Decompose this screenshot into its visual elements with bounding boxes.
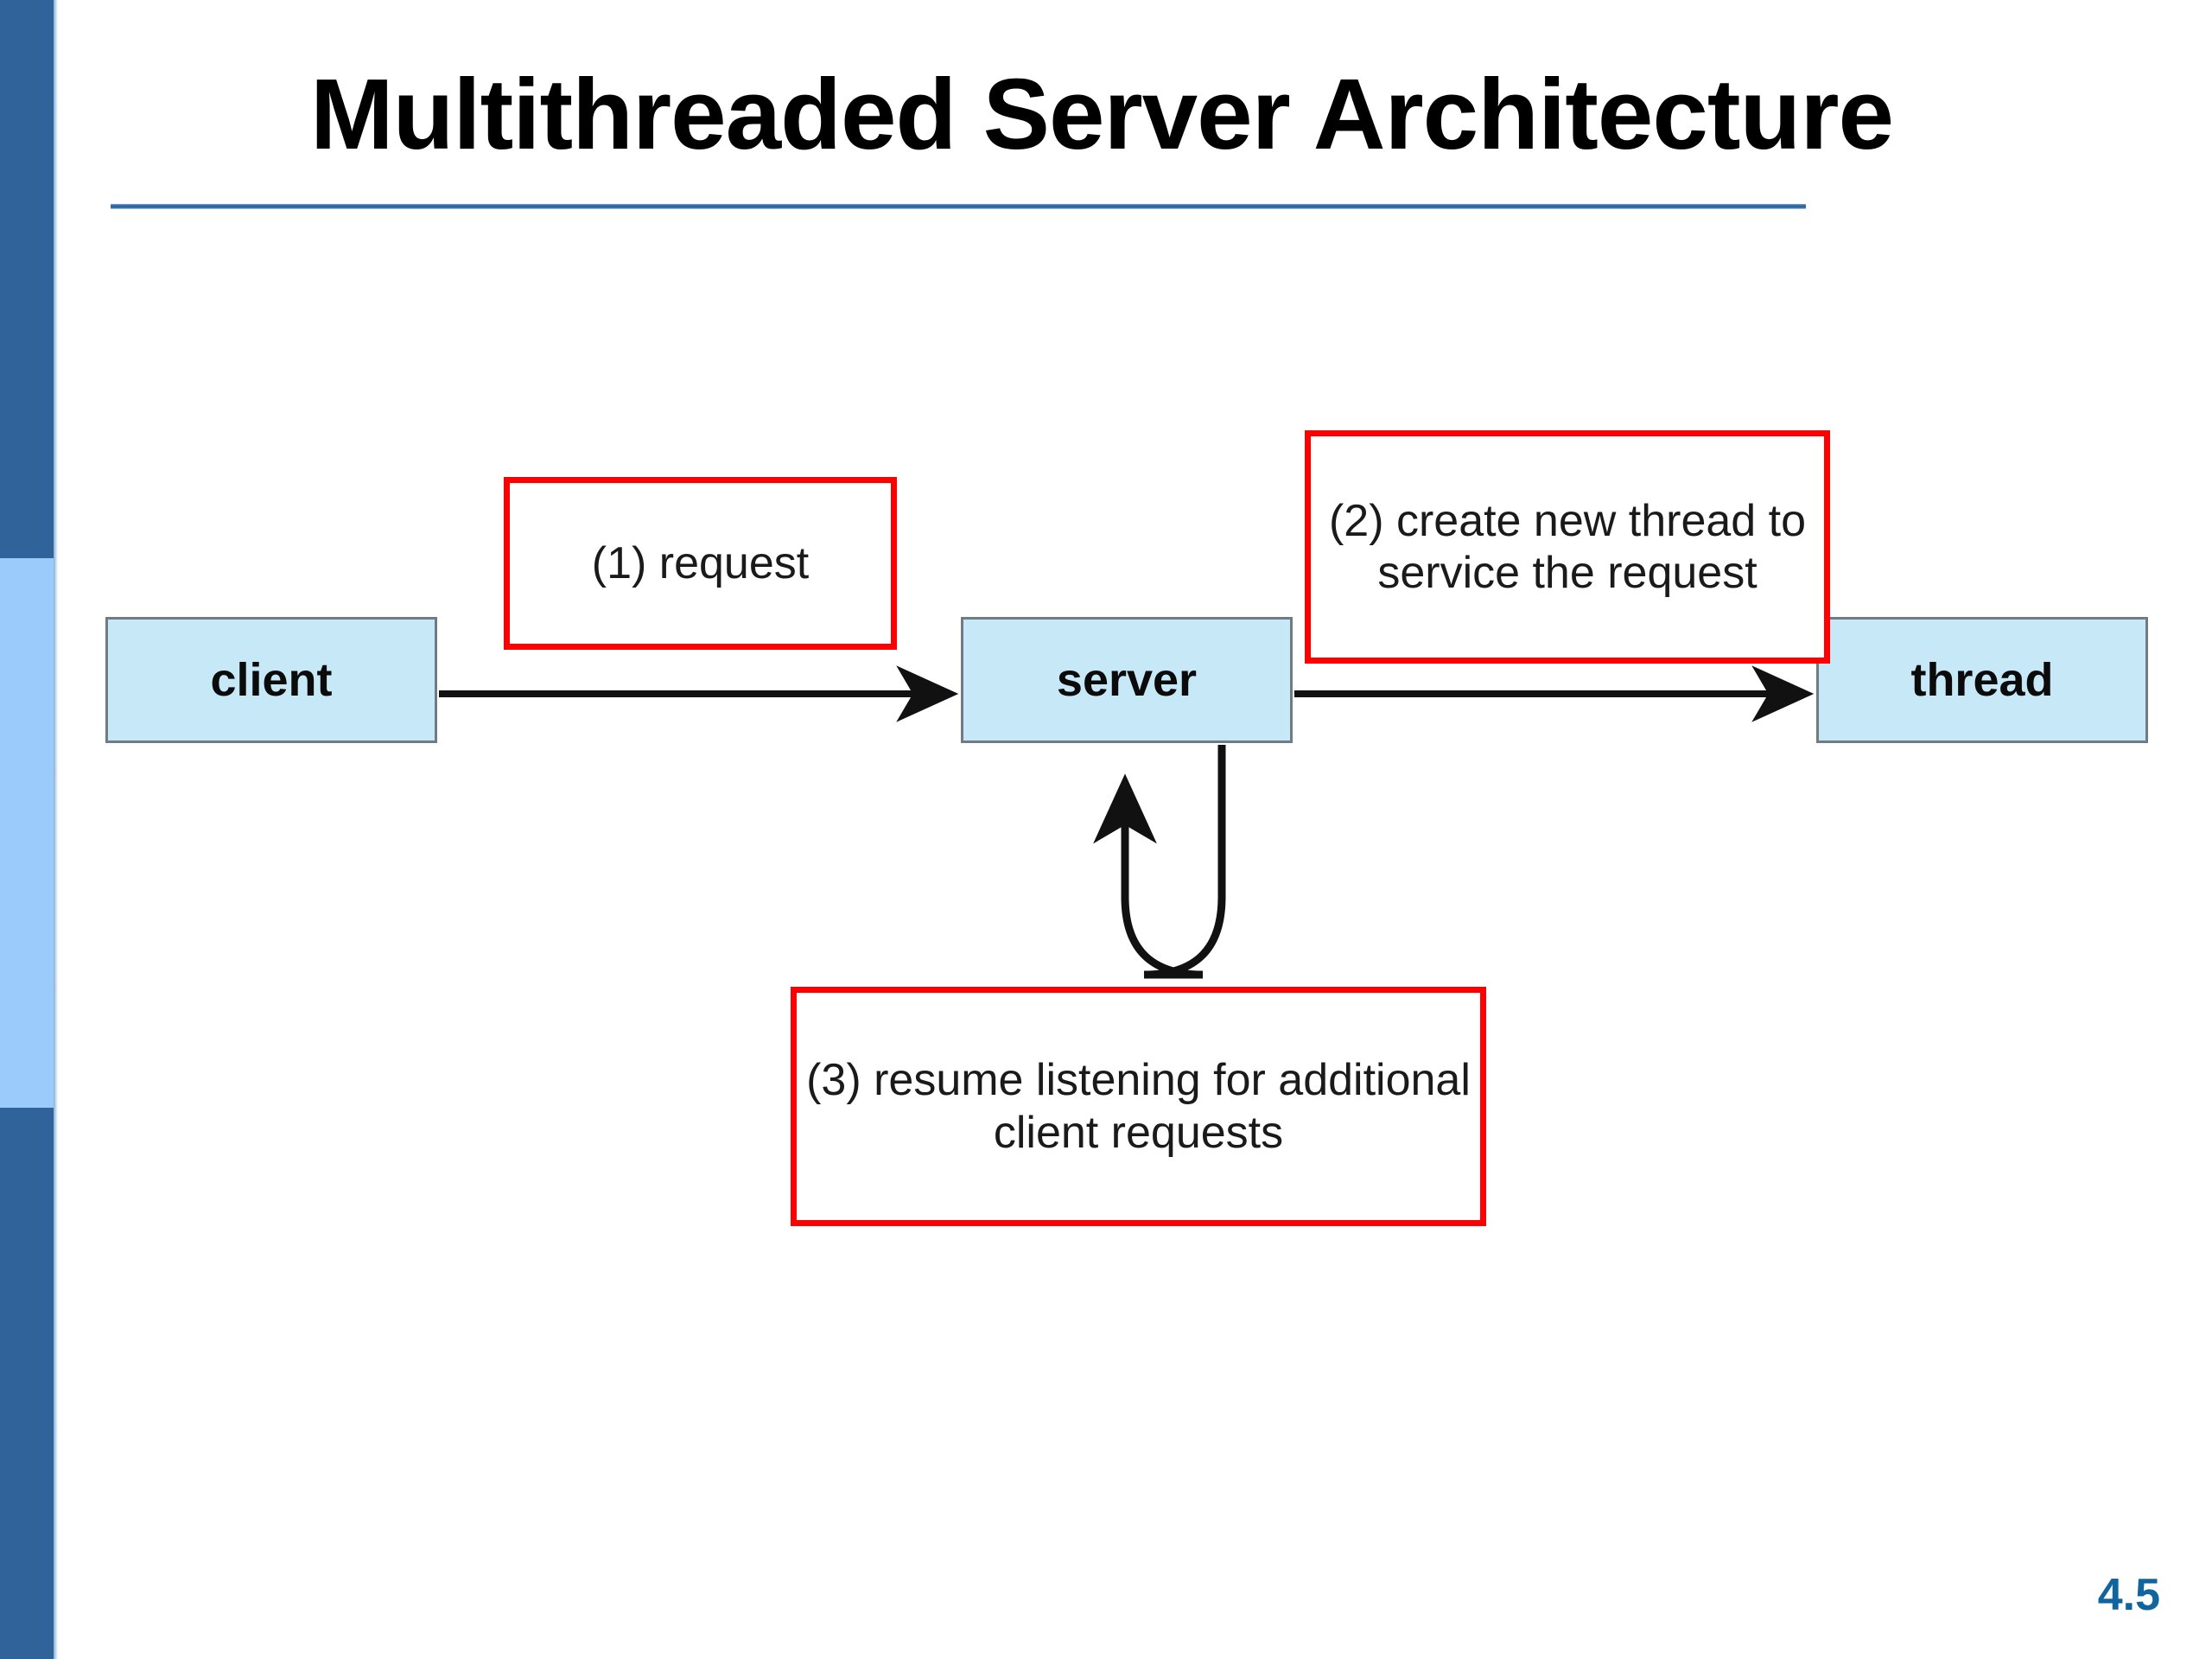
- node-thread[interactable]: thread: [1816, 617, 2148, 743]
- sidebar-segment-top: [0, 0, 54, 558]
- page-number: 4.5: [2097, 1570, 2160, 1620]
- node-thread-label: thread: [1910, 654, 2054, 706]
- slide-title: Multithreaded Server Architecture: [309, 58, 1894, 170]
- callout-step-3[interactable]: (3) resume listening for additional clie…: [791, 987, 1486, 1226]
- sidebar-edge-highlight: [54, 0, 58, 1659]
- left-decorative-sidebar: [0, 0, 54, 1659]
- sidebar-segment-middle: [0, 558, 54, 1108]
- callout-step-3-text: (3) resume listening for additional clie…: [806, 1055, 1471, 1158]
- node-server-label: server: [1056, 654, 1198, 706]
- callout-step-1-text: (1) request: [591, 537, 810, 588]
- callout-step-2[interactable]: (2) create new thread to service the req…: [1305, 430, 1830, 664]
- callout-step-1[interactable]: (1) request: [504, 477, 897, 650]
- node-client-label: client: [210, 654, 333, 706]
- callout-step-2-text: (2) create new thread to service the req…: [1328, 495, 1807, 598]
- sidebar-segment-bottom: [0, 1108, 54, 1659]
- arrow-server-self-loop: [1093, 745, 1226, 979]
- node-client[interactable]: client: [105, 617, 437, 743]
- title-divider-rule: [111, 204, 1806, 209]
- node-server[interactable]: server: [961, 617, 1293, 743]
